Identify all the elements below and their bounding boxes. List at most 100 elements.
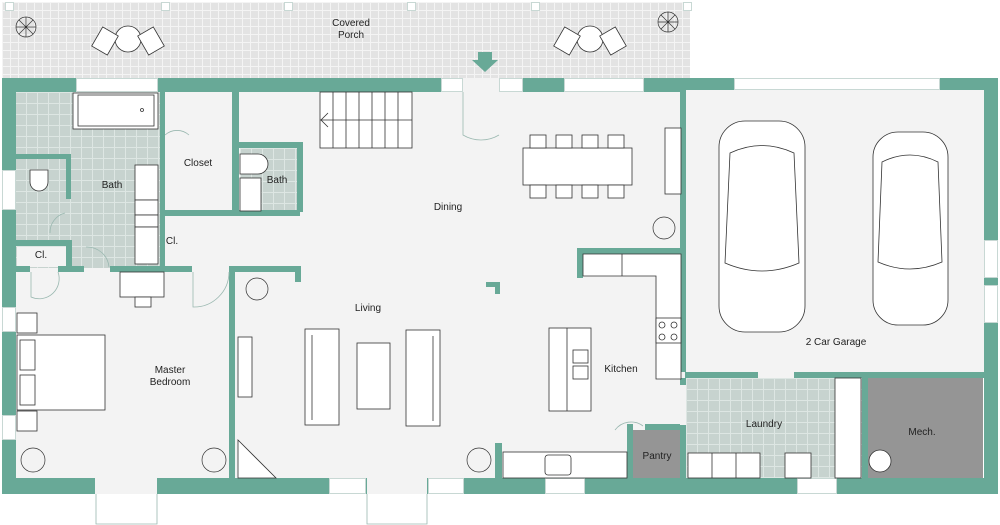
desk-chair xyxy=(134,296,152,308)
small-closet-north-wall xyxy=(15,240,70,246)
garage-door[interactable] xyxy=(734,78,940,90)
window xyxy=(797,478,837,494)
half-bath-toilet xyxy=(239,153,269,175)
plant-icon xyxy=(15,16,37,38)
pantry-floor[interactable] xyxy=(633,430,683,478)
kitchen-upper-wall xyxy=(577,248,681,254)
porch-table-set-right xyxy=(553,25,627,56)
closet-south-wall xyxy=(165,210,300,216)
plant-icon xyxy=(20,447,46,473)
plant-icon xyxy=(466,447,492,473)
front-door-opening[interactable] xyxy=(463,78,499,92)
window xyxy=(76,78,158,92)
front-door-swing xyxy=(462,92,500,141)
bedroom-east-wall xyxy=(229,266,235,478)
closet-door-swing xyxy=(164,130,190,136)
washer-dryer xyxy=(687,452,761,479)
small-closet-east-wall xyxy=(66,240,72,270)
plant-icon xyxy=(652,216,676,240)
toilet-room-wall xyxy=(15,154,70,159)
garage-wall-south xyxy=(685,372,985,378)
window xyxy=(2,307,16,332)
closet-door-swing xyxy=(30,271,60,300)
window xyxy=(984,240,998,278)
half-bath-sink xyxy=(239,177,262,212)
room-label-half-bath: Bath xyxy=(266,175,288,186)
room-label-kitchen: Kitchen xyxy=(604,364,638,375)
plant-icon xyxy=(245,277,269,301)
toilet-door-swing xyxy=(49,212,66,234)
porch-label-line1: Covered xyxy=(332,18,370,29)
column-a xyxy=(486,282,500,287)
laundry-door-opening[interactable] xyxy=(758,372,794,378)
window xyxy=(499,78,523,92)
small-closet-floor[interactable] xyxy=(17,247,67,267)
nightstand xyxy=(16,410,38,432)
closet-east-wall xyxy=(232,92,239,212)
kitchen-sink xyxy=(544,454,572,476)
room-label-closet-small: Cl. xyxy=(34,250,48,261)
room-label-master-bedroom: Master Bedroom xyxy=(150,365,191,389)
corner-piece xyxy=(237,439,277,479)
vanity-top xyxy=(134,164,159,201)
room-label-dining: Dining xyxy=(433,202,463,213)
entry-arrow-icon xyxy=(472,52,498,72)
bath-door-swing xyxy=(85,246,110,268)
vanity-bottom xyxy=(134,226,159,265)
kitchen-counter-wall xyxy=(495,443,502,478)
room-label-pantry: Pantry xyxy=(642,451,672,462)
room-label-closet-hall: Cl. xyxy=(165,236,179,247)
pantry-door-swing xyxy=(614,421,644,431)
half-bath-east-wall xyxy=(297,142,303,212)
porch-label-line2: Porch xyxy=(337,30,365,41)
porch-post xyxy=(683,2,692,11)
sideboard xyxy=(664,127,682,195)
laundry-cabinet xyxy=(834,377,862,479)
nightstand xyxy=(16,312,38,334)
bedroom-north-wall-b xyxy=(58,266,84,272)
window xyxy=(545,478,585,494)
living-wall-stub xyxy=(295,266,301,282)
exterior-wall-south xyxy=(2,478,998,494)
coffee-table xyxy=(356,342,391,410)
living-north-wall xyxy=(229,266,301,272)
toilet-room-east-wall xyxy=(66,154,71,199)
living-french-door xyxy=(366,494,428,525)
window xyxy=(2,415,16,440)
laundry-kitchen-opening[interactable] xyxy=(680,385,686,425)
porch-post xyxy=(531,2,540,11)
room-label-garage: 2 Car Garage xyxy=(805,337,867,348)
porch-post xyxy=(284,2,293,11)
pantry-north-wall xyxy=(645,424,685,430)
bedroom-french-door xyxy=(95,494,158,525)
room-label-living: Living xyxy=(354,303,382,314)
room-label-mech: Mech. xyxy=(908,427,936,438)
plant-icon xyxy=(201,447,227,473)
room-label-closet: Closet xyxy=(183,158,213,169)
pantry-west-wall xyxy=(627,424,633,478)
bedroom-door-swing xyxy=(192,271,230,308)
window xyxy=(441,78,463,92)
column-b xyxy=(495,282,500,294)
toilet xyxy=(29,169,49,192)
porch-post xyxy=(5,2,14,11)
room-label-bath: Bath xyxy=(101,180,123,191)
window xyxy=(984,285,998,323)
half-bath-north-wall xyxy=(239,142,301,148)
desk xyxy=(119,271,165,298)
window xyxy=(564,78,644,92)
bedroom-french-door-opening[interactable] xyxy=(95,478,157,494)
porch-post xyxy=(407,2,416,11)
car-right xyxy=(872,131,949,326)
dining-table xyxy=(522,147,633,186)
closet-floor[interactable] xyxy=(165,92,233,212)
kitchen-upper-wall-stub xyxy=(577,248,583,278)
living-french-door-opening[interactable] xyxy=(367,478,427,494)
master-label-line1: Master xyxy=(154,365,186,376)
car-left xyxy=(718,120,806,333)
bedroom-north-wall-c xyxy=(110,266,192,272)
mech-wall xyxy=(862,378,868,478)
room-label-laundry: Laundry xyxy=(745,419,783,430)
window xyxy=(2,170,16,210)
